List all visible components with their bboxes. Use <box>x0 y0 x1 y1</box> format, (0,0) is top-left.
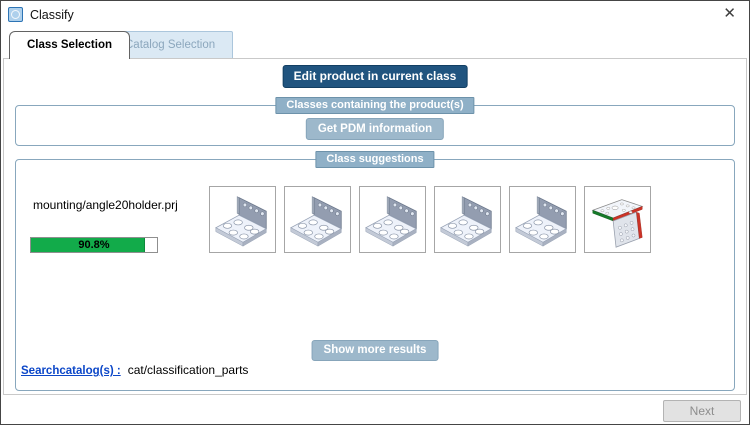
confidence-progress: 90.8% <box>30 237 158 253</box>
window-title: Classify <box>30 8 74 22</box>
suggestion-thumbnails-row <box>209 186 651 253</box>
title-bar: Classify ✕ <box>1 1 749 29</box>
get-pdm-information-button[interactable]: Get PDM information <box>305 118 445 140</box>
angle-bracket-thumbnail-image <box>360 187 425 252</box>
search-catalog-link[interactable]: Searchcatalog(s) : <box>21 365 121 377</box>
class-suggestion-thumbnail[interactable] <box>509 186 576 253</box>
edit-product-button[interactable]: Edit product in current class <box>282 65 468 88</box>
search-catalog-line: Searchcatalog(s) : cat/classification_par… <box>21 363 248 377</box>
class-suggestions-legend: Class suggestions <box>315 151 435 168</box>
class-suggestion-thumbnail[interactable] <box>434 186 501 253</box>
search-catalog-value: cat/classification_parts <box>127 363 249 377</box>
angle-bracket-colored-thumbnail-image <box>585 187 650 252</box>
class-selection-panel: Edit product in current class Classes co… <box>3 58 747 395</box>
class-suggestions-group: Class suggestions mounting/angle20holder… <box>15 151 735 391</box>
confidence-progress-fill <box>31 238 146 252</box>
class-suggestion-thumbnail[interactable] <box>209 186 276 253</box>
classes-containing-legend: Classes containing the product(s) <box>275 97 475 114</box>
show-more-results-button[interactable]: Show more results <box>311 340 439 361</box>
confidence-progress-label: 90.8% <box>78 239 110 251</box>
close-icon[interactable]: ✕ <box>723 5 736 22</box>
angle-bracket-thumbnail-image <box>510 187 575 252</box>
next-button[interactable]: Next <box>663 400 741 422</box>
angle-bracket-thumbnail-image <box>210 187 275 252</box>
class-suggestion-thumbnail[interactable] <box>284 186 351 253</box>
tab-class-selection[interactable]: Class Selection <box>9 31 131 59</box>
project-name-label: mounting/angle20holder.prj <box>33 198 178 212</box>
class-suggestion-thumbnail[interactable] <box>584 186 651 253</box>
class-suggestion-thumbnail[interactable] <box>359 186 426 253</box>
angle-bracket-thumbnail-image <box>435 187 500 252</box>
classes-containing-group: Classes containing the product(s) Get PD… <box>15 97 735 146</box>
classify-app-icon <box>8 7 23 22</box>
angle-bracket-thumbnail-image <box>285 187 350 252</box>
